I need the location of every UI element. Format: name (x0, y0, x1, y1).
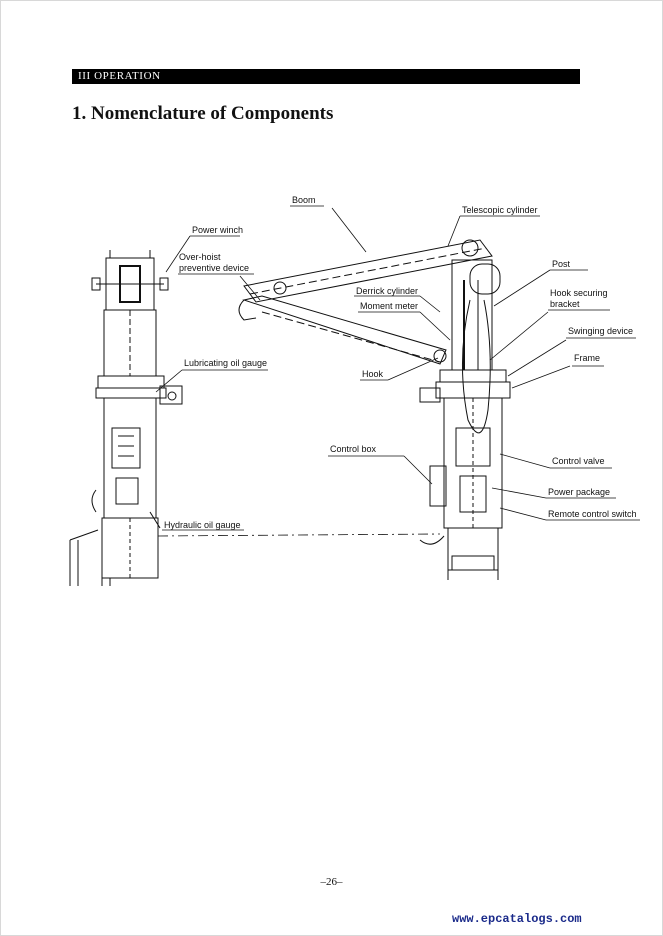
page-number: –26– (320, 876, 343, 888)
label-preventive-device: preventive device (179, 263, 250, 273)
label-swinging-device: Swinging device (568, 326, 634, 336)
label-control-valve: Control valve (552, 456, 605, 466)
label-bracket: bracket (550, 299, 580, 309)
leader-lines (155, 205, 640, 531)
label-boom: Boom (292, 195, 316, 205)
label-power-winch: Power winch (192, 225, 244, 235)
label-control-box: Control box (330, 444, 377, 454)
section-header-bar: III OPERATION (72, 69, 580, 84)
label-moment-meter: Moment meter (360, 301, 419, 311)
watermark: www.epcatalogs.com (452, 912, 582, 926)
label-power-package: Power package (548, 487, 611, 497)
label-derrick-cylinder: Derrick cylinder (356, 286, 419, 296)
label-lubricating-oil-gauge: Lubricating oil gauge (184, 358, 268, 368)
page-title: 1. Nomenclature of Components (72, 103, 334, 124)
section-header-text: III OPERATION (78, 70, 161, 82)
label-telescopic-cylinder: Telescopic cylinder (462, 205, 538, 215)
label-over-hoist: Over-hoist (179, 252, 221, 262)
label-hydraulic-oil-gauge: Hydraulic oil gauge (164, 520, 241, 530)
crane-main-view (238, 239, 511, 580)
label-post: Post (552, 259, 571, 269)
label-frame: Frame (574, 353, 601, 363)
label-hook-securing: Hook securing (550, 288, 608, 298)
label-hook: Hook (362, 369, 384, 379)
label-remote-control-switch: Remote control switch (548, 509, 637, 519)
crane-side-view (69, 250, 183, 586)
